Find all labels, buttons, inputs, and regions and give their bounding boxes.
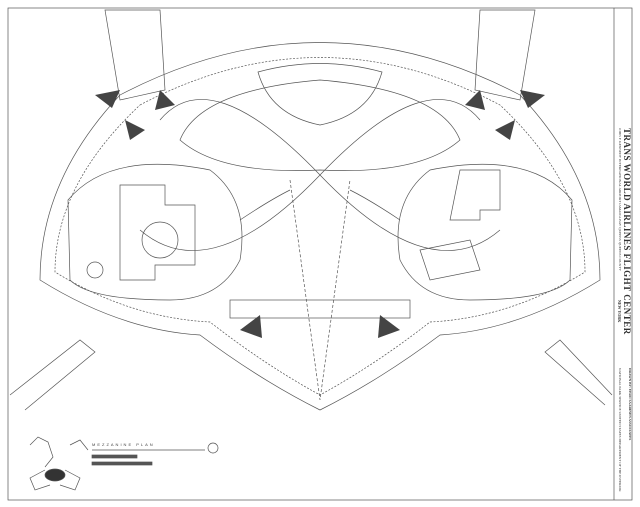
- right-counter: [419, 239, 481, 281]
- lower-bridge: [229, 299, 411, 319]
- left-small-circle: [86, 261, 104, 279]
- upper-loop: [179, 79, 461, 171]
- drawing-title: TRANS WORLD AIRLINES FLIGHT CENTER: [622, 128, 632, 335]
- structural-pier-dark: [465, 90, 485, 110]
- right-lower-tube: [544, 339, 613, 406]
- connecting-bridge-arc-left: [159, 99, 501, 251]
- left-lower-tube: [9, 339, 96, 411]
- structural-pier-dark: [240, 315, 262, 338]
- drawn-by: DRAWN BY: EERO SAARINEN ASSOCIATES: [628, 368, 632, 441]
- drawing-location: JOHN F. KENNEDY INTERNATIONAL AIRPORT JA…: [618, 128, 622, 272]
- right-rooms: [449, 169, 501, 221]
- agency: NATIONAL PARK SERVICE UNITED STATES DEPA…: [618, 368, 622, 492]
- scale-bar-block: [91, 461, 153, 466]
- right-flight-tube: [474, 9, 536, 101]
- key-plan-outline: [29, 436, 89, 491]
- left-wing-floor: [67, 163, 243, 301]
- left-circular-room: [141, 221, 179, 259]
- plan-title: MEZZANINE PLAN: [92, 442, 155, 447]
- left-flight-tube: [104, 9, 166, 101]
- structural-pier-dark: [95, 90, 120, 108]
- structural-pier-dark: [520, 90, 545, 108]
- central-balcony: [257, 63, 383, 126]
- structural-pier-dark: [155, 90, 175, 110]
- connecting-bridge-arc-right: [139, 99, 481, 251]
- north-arrow: [207, 442, 219, 454]
- key-plan-highlight: [44, 468, 66, 482]
- outer-shell-outline: [39, 42, 601, 411]
- scale-bar-block: [91, 454, 138, 459]
- structural-pier-dark: [495, 120, 515, 140]
- left-rooms: [119, 184, 196, 281]
- stair-right: [349, 189, 401, 221]
- right-wing-floor: [397, 163, 573, 301]
- inner-shell-outline: [54, 57, 586, 396]
- sheet-border: [7, 7, 633, 501]
- structural-pier-dark: [125, 120, 145, 140]
- stair-left: [239, 189, 291, 221]
- structural-pier-dark: [378, 315, 400, 338]
- drawing-state: NEW YORK: [617, 300, 622, 323]
- central-spine: [289, 179, 351, 401]
